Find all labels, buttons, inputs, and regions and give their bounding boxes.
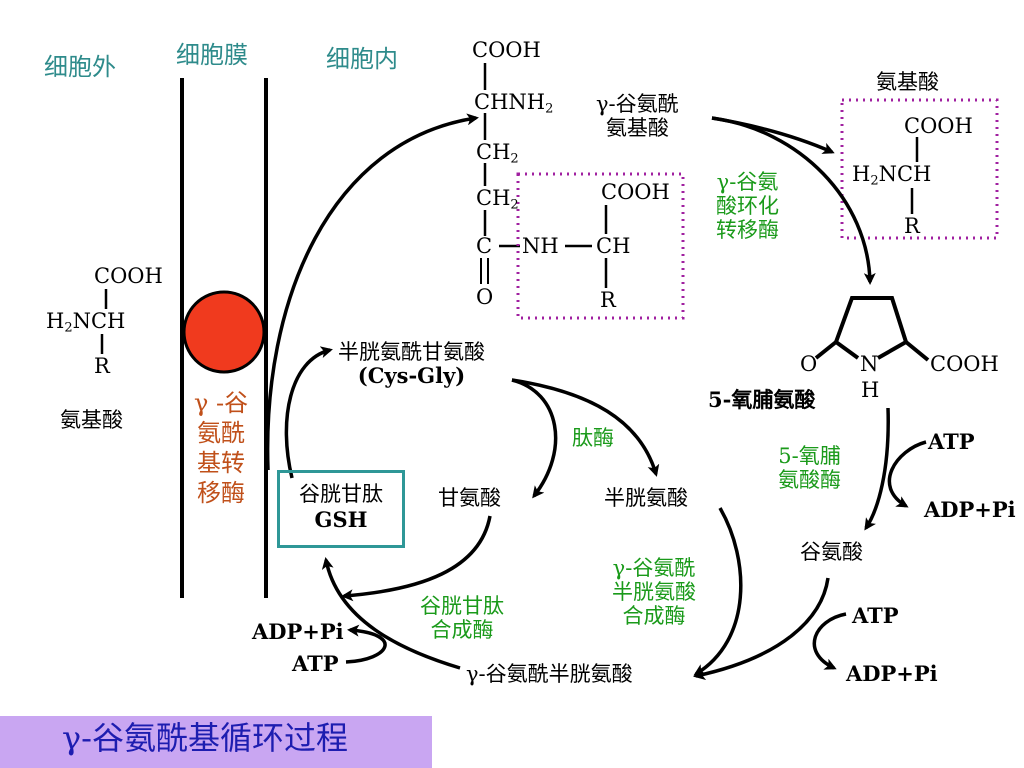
ra-label: 氨基酸 bbox=[876, 70, 939, 94]
op-cooh: COOH bbox=[930, 352, 999, 376]
op-n: N bbox=[860, 352, 879, 376]
arrow-cysgly-to-cys bbox=[511, 378, 660, 477]
oxoproline-label: 5-氧脯氨酸 bbox=[708, 387, 816, 412]
ra-h2nch: H2NCH bbox=[852, 162, 932, 189]
arrow-oxoproline-to-glu bbox=[864, 407, 890, 531]
la-cooh: COOH bbox=[94, 264, 163, 288]
title-bar bbox=[0, 716, 432, 768]
arrow-cysgly-to-gly bbox=[511, 378, 558, 499]
arrow-ggc-to-gsh bbox=[321, 557, 461, 670]
tc-o: O bbox=[476, 285, 494, 309]
tc-right-ch: CH bbox=[596, 234, 631, 258]
arrow-atp-in-1 bbox=[887, 440, 927, 508]
peptidase-label: 肽酶 bbox=[572, 426, 614, 450]
tc-cooh: COOH bbox=[472, 38, 541, 62]
gsh-synthase-label: 谷胱甘肽 合成酶 bbox=[420, 594, 504, 643]
cysgly-label: 半胱氨酰甘氨酸 (Cys-Gly) bbox=[338, 340, 485, 389]
arrow-atp-in-2 bbox=[812, 612, 847, 670]
ggc-label: γ-谷氨酰半胱氨酸 bbox=[466, 662, 633, 686]
atp-1: ATP bbox=[928, 429, 975, 454]
cysteine-label: 半胱氨酸 bbox=[604, 486, 688, 510]
tc-ch2-a: CH2 bbox=[476, 140, 519, 167]
ra-cooh: COOH bbox=[904, 114, 973, 138]
atp-2: ATP bbox=[852, 603, 899, 628]
slide-title: γ-谷氨酰基循环过程 bbox=[62, 719, 348, 757]
arrow-gga-to-oxoproline bbox=[711, 116, 876, 285]
oxoprolinase-label: 5-氧脯 氨酸酶 bbox=[778, 444, 841, 493]
tc-right-cooh: COOH bbox=[601, 180, 670, 204]
arrow-gsh-to-cysgly bbox=[284, 346, 333, 479]
transporter-circle bbox=[182, 290, 266, 374]
ring-carbonyl bbox=[814, 340, 838, 360]
gsh-box: 谷胱甘肽 GSH bbox=[277, 470, 405, 548]
la-r: R bbox=[94, 354, 110, 378]
dotted-box-center bbox=[516, 172, 685, 320]
ra-r: R bbox=[904, 214, 920, 238]
arrow-atp-in-3 bbox=[345, 624, 387, 664]
gcs-label: γ-谷氨酰 半胱氨酸 合成酶 bbox=[612, 556, 696, 629]
tc-c: C bbox=[476, 234, 493, 258]
cyclotransferase-label: γ-谷氨 酸环化 转移酶 bbox=[716, 170, 779, 243]
arrow-glu-to-ggc bbox=[693, 577, 830, 680]
la-label: 氨基酸 bbox=[60, 408, 123, 432]
label-intracellular: 细胞内 bbox=[326, 45, 398, 73]
tc-nh: NH bbox=[522, 234, 559, 258]
label-membrane: 细胞膜 bbox=[176, 41, 248, 69]
tc-chnh2: CHNH2 bbox=[474, 90, 554, 117]
tc-ch2-b: CH2 bbox=[476, 186, 519, 213]
glutamate-label: 谷氨酸 bbox=[800, 540, 863, 564]
ring-bond-n-left bbox=[834, 340, 860, 360]
label-extracellular: 细胞外 bbox=[44, 53, 116, 81]
la-h2nch: H2NCH bbox=[46, 309, 126, 336]
dotted-box-right bbox=[840, 98, 999, 240]
adp-pi-3: ADP+Pi bbox=[252, 619, 344, 644]
adp-pi-1: ADP+Pi bbox=[924, 497, 1016, 522]
transferase-label: γ -谷 氨酰 基转 移酶 bbox=[194, 389, 249, 507]
gsh-abbr: GSH bbox=[314, 507, 368, 533]
arrow-gly-to-gsh bbox=[341, 515, 492, 602]
arrow-transport-up bbox=[265, 113, 479, 471]
ring-bond-n-right bbox=[877, 340, 907, 360]
tc-right-r: R bbox=[600, 288, 616, 312]
ring-cooh-bond bbox=[904, 340, 930, 362]
adp-pi-2: ADP+Pi bbox=[846, 661, 938, 686]
glycine-label: 甘氨酸 bbox=[438, 486, 501, 510]
op-o: O bbox=[800, 352, 818, 376]
op-h: H bbox=[861, 378, 880, 402]
oxoproline-ring bbox=[834, 296, 908, 343]
arrow-cys-to-ggc bbox=[693, 507, 743, 676]
gsh-name: 谷胱甘肽 bbox=[299, 482, 383, 506]
atp-3: ATP bbox=[292, 651, 339, 676]
gga-label: γ-谷氨酰 氨基酸 bbox=[596, 92, 679, 141]
